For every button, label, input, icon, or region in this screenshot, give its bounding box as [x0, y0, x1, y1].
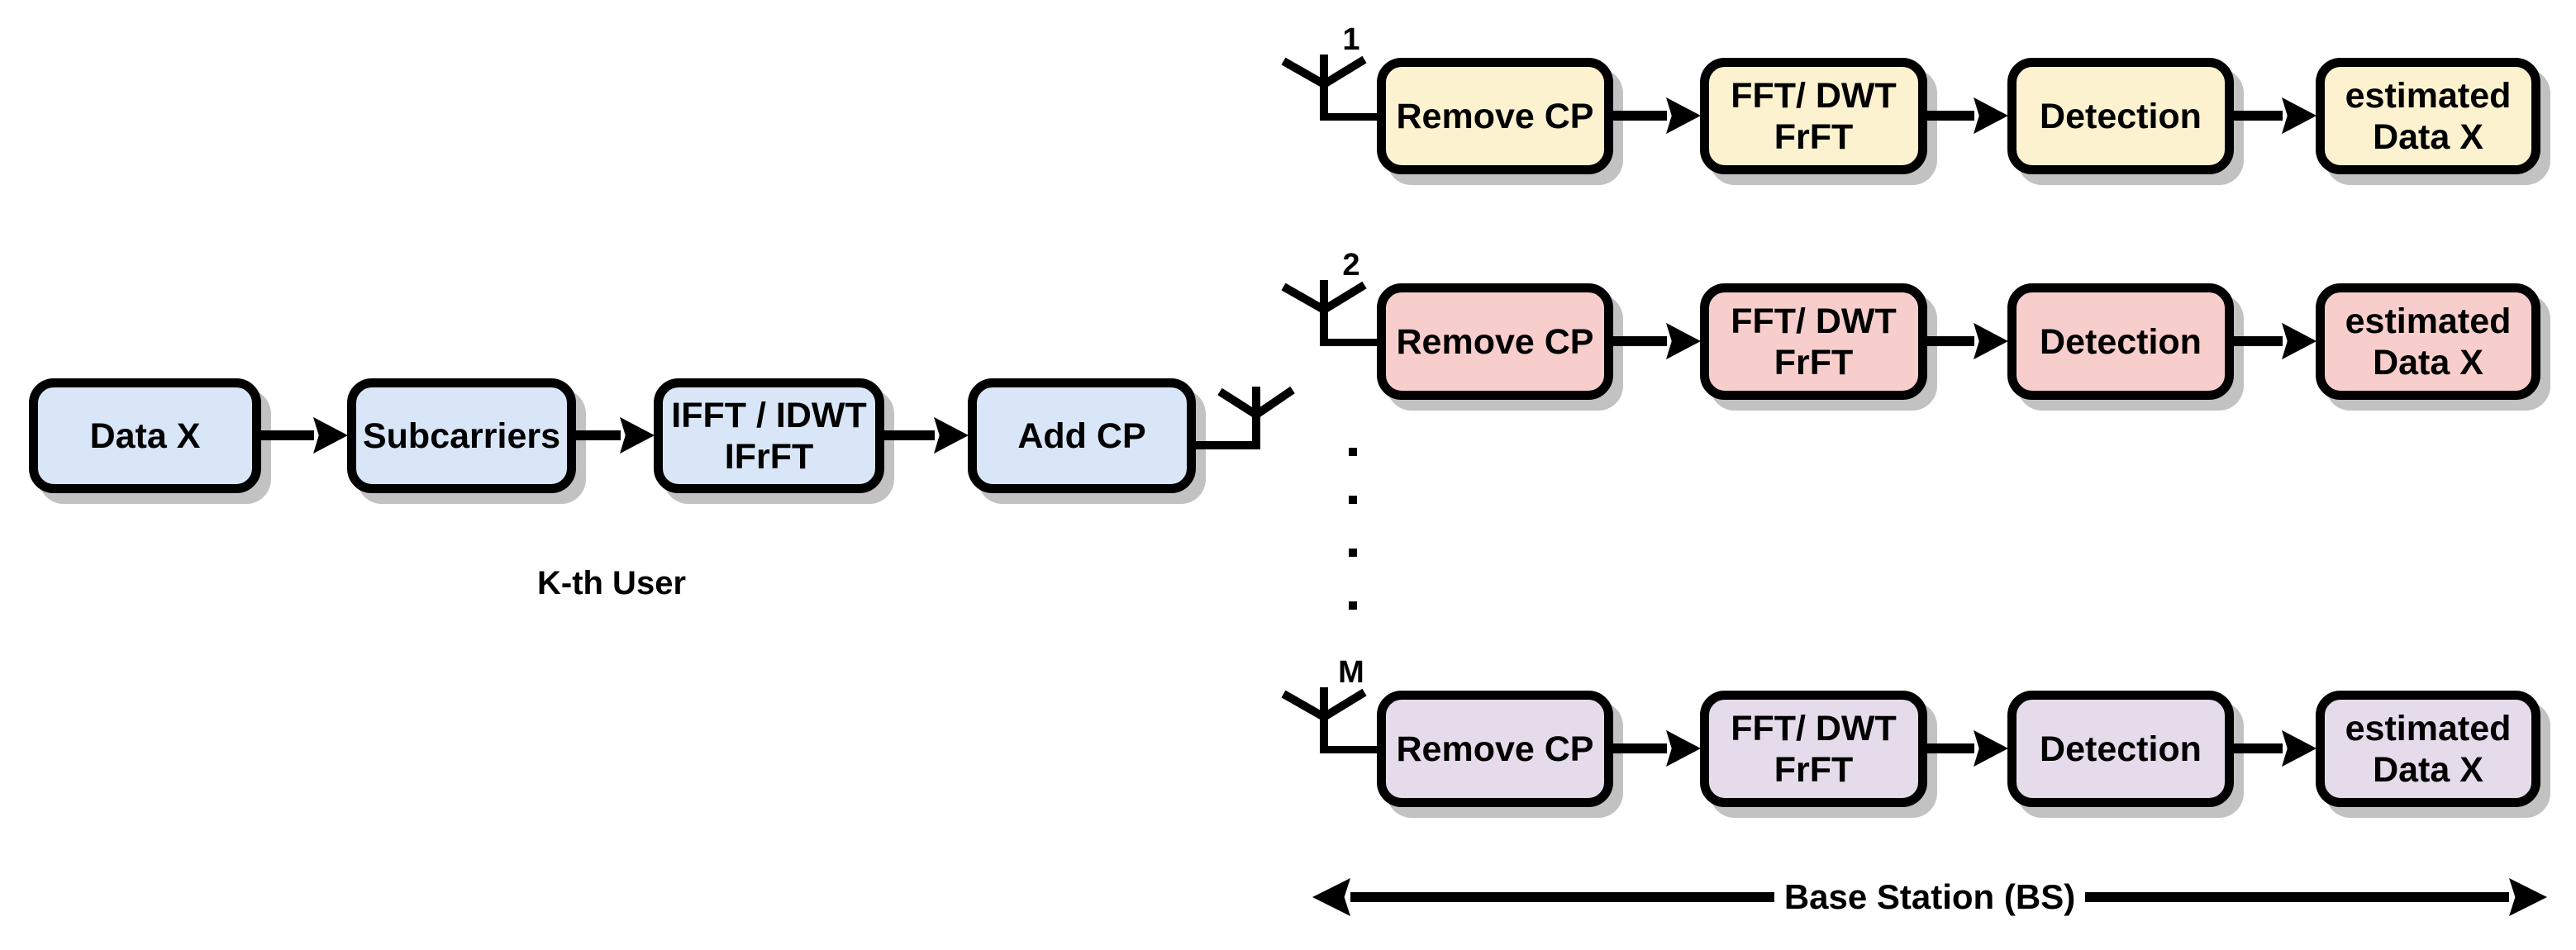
ellipsis-dot [1349, 549, 1357, 557]
rx-antenna-label-m: M [1338, 655, 1364, 690]
span-line [2085, 892, 2510, 902]
rx2-estimated-line2: Data X [2373, 342, 2483, 382]
rxm-box-detection: Detection [2007, 691, 2234, 807]
arrow [2234, 111, 2283, 121]
rx2-fft-line1: FFT/ DWT [1731, 301, 1897, 341]
rx2-box-estimated-data-x: estimated Data X [2316, 283, 2540, 400]
arrow-ifft-to-add-cp [884, 430, 935, 440]
rx2-detection-label: Detection [2040, 321, 2202, 362]
tx-antenna-icon [1196, 386, 1295, 449]
tx-box-subcarriers: Subcarriers [347, 378, 576, 493]
rx1-box-detection: Detection [2007, 58, 2234, 174]
rx1-box-fft-dwt-frft: FFT/ DWT FrFT [1700, 58, 1927, 174]
rxm-box-estimated-data-x: estimated Data X [2316, 691, 2540, 807]
rx1-fft-line2: FrFT [1774, 116, 1854, 157]
span-line [1350, 892, 1774, 902]
rx1-box-remove-cp: Remove CP [1377, 58, 1613, 174]
ellipsis-dot [1349, 448, 1357, 456]
tx-box-ifft-idwt-ifrft: IFFT / IDWT IFrFT [654, 378, 884, 493]
rxm-detection-label: Detection [2040, 729, 2202, 769]
base-station-span: Base Station (BS) [1312, 877, 2548, 917]
rx1-fft-line1: FFT/ DWT [1731, 75, 1897, 116]
rx2-remove-cp-label: Remove CP [1396, 321, 1594, 362]
arrow [1927, 743, 1974, 753]
arrow-subcarriers-to-ifft [576, 430, 621, 440]
rx-antenna-icon-2 [1281, 280, 1378, 346]
arrow [1927, 111, 1974, 121]
rx1-estimated-line1: estimated [2345, 75, 2512, 116]
rxm-box-remove-cp: Remove CP [1377, 691, 1613, 807]
tx-box-add-cp: Add CP [968, 378, 1196, 493]
arrowhead-right-icon [2509, 877, 2548, 917]
rxm-box-fft-dwt-frft: FFT/ DWT FrFT [1700, 691, 1927, 807]
tx-box-data-x-label: Data X [89, 416, 201, 456]
ellipsis-dot [1349, 496, 1357, 504]
rx-antenna-label-2: 2 [1342, 248, 1360, 283]
arrow [1613, 111, 1667, 121]
rx2-estimated-line1: estimated [2345, 301, 2512, 341]
rx-antenna-label-1: 1 [1342, 22, 1360, 57]
rxm-estimated-line2: Data X [2373, 749, 2483, 790]
rx2-box-remove-cp: Remove CP [1377, 283, 1613, 400]
rx-antenna-icon-m [1281, 687, 1378, 753]
tx-caption: K-th User [536, 565, 687, 601]
rx1-estimated-line2: Data X [2373, 116, 2483, 157]
arrow [1613, 336, 1667, 346]
rx2-box-fft-dwt-frft: FFT/ DWT FrFT [1700, 283, 1927, 400]
rx1-box-estimated-data-x: estimated Data X [2316, 58, 2540, 174]
rxm-remove-cp-label: Remove CP [1396, 729, 1594, 769]
tx-box-add-cp-label: Add CP [1017, 416, 1146, 456]
arrow [2234, 743, 2283, 753]
rx-antenna-icon-1 [1281, 55, 1378, 121]
rxm-fft-line1: FFT/ DWT [1731, 708, 1897, 748]
ellipsis-dot [1349, 601, 1357, 610]
rxm-fft-line2: FrFT [1774, 749, 1854, 790]
rx1-detection-label: Detection [2040, 96, 2202, 136]
arrow [1927, 336, 1974, 346]
tx-box-data-x: Data X [29, 378, 261, 493]
tx-box-subcarriers-label: Subcarriers [362, 416, 561, 456]
arrowhead-left-icon [1312, 877, 1350, 917]
arrow [1613, 743, 1667, 753]
base-station-label: Base Station (BS) [1783, 877, 2076, 916]
arrow [2234, 336, 2283, 346]
rx2-fft-line2: FrFT [1774, 342, 1854, 382]
rx1-remove-cp-label: Remove CP [1396, 96, 1594, 136]
rx2-box-detection: Detection [2007, 283, 2234, 400]
rxm-estimated-line1: estimated [2345, 708, 2512, 748]
tx-box-ifft-line2: IFrFT [724, 436, 814, 477]
tx-box-ifft-line1: IFFT / IDWT [671, 395, 867, 435]
arrow-data-x-to-subcarriers [261, 430, 314, 440]
